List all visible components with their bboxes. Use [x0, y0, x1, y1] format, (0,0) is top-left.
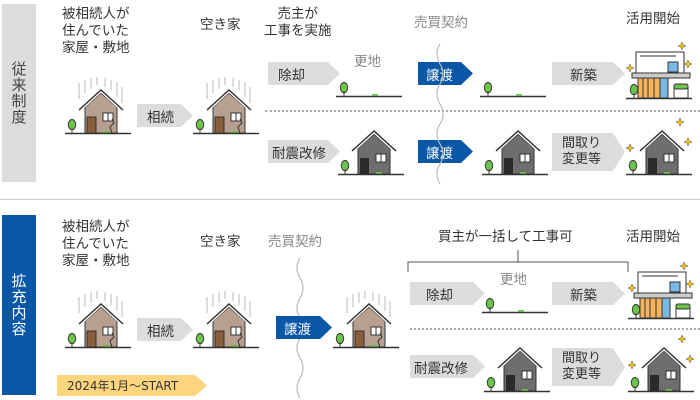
gray-house-icon	[484, 335, 550, 395]
expanded-label: 拡充内容	[2, 215, 36, 395]
demolish-arrow: 除却	[410, 282, 485, 305]
old-house-icon	[65, 77, 131, 137]
layout-change-arrow: 間取り 変更等	[552, 348, 625, 386]
divider-dotted	[410, 328, 700, 330]
vacant-house-icon	[193, 291, 259, 351]
old-house-icon	[65, 291, 131, 351]
layout-change-arrow: 間取り 変更等	[552, 133, 625, 171]
bracket-line	[407, 250, 629, 272]
heir-home-label: 被相続人が 住んでいた 家屋・敷地	[62, 6, 130, 56]
heir-home-label: 被相続人が 住んでいた 家屋・敷地	[62, 219, 130, 269]
new-build-arrow: 新築	[552, 62, 625, 85]
divider-dotted	[265, 110, 700, 112]
new-house-icon	[628, 262, 694, 322]
vacant-lot-icon	[482, 256, 548, 316]
transfer-arrow: 譲渡	[418, 62, 473, 85]
inherit-arrow: 相続	[137, 318, 193, 341]
vacant-lot-icon	[480, 40, 546, 100]
vacant-house-icon	[193, 77, 259, 137]
renovated-house-icon	[628, 335, 694, 395]
inherit-arrow: 相続	[137, 104, 193, 127]
vacant-label: 空き家	[200, 234, 241, 250]
contract-wavy-line	[436, 44, 444, 184]
conventional-label: 従来制度	[2, 4, 36, 182]
start-date-badge: 2024年1月〜START	[57, 375, 207, 396]
vacant-lot-icon	[334, 40, 404, 100]
section-separator	[0, 199, 700, 200]
new-house-icon	[626, 42, 692, 102]
gray-house-icon	[338, 118, 404, 178]
retrofit-arrow: 耐震改修	[410, 355, 485, 378]
vacant-label: 空き家	[200, 17, 241, 33]
vacant-lot-label: 更地	[500, 272, 527, 288]
start-use-label: 活用開始	[626, 229, 680, 245]
retrofit-arrow: 耐震改修	[268, 140, 340, 163]
new-build-arrow: 新築	[552, 282, 625, 305]
gray-house-icon	[482, 118, 548, 178]
seller-work-label: 売主が 工事を実施	[264, 6, 332, 39]
demolish-arrow: 除却	[268, 62, 340, 85]
transfer-arrow: 譲渡	[418, 140, 473, 163]
contract-label: 売買契約	[268, 234, 322, 250]
transfer-arrow: 譲渡	[276, 316, 332, 339]
start-use-label: 活用開始	[626, 11, 680, 27]
renovated-house-icon	[626, 118, 692, 178]
vacant-house-icon	[333, 291, 399, 351]
contract-label: 売買契約	[414, 15, 468, 31]
vacant-lot-label: 更地	[354, 54, 381, 70]
buyer-work-label: 買主が一括して工事可	[438, 229, 573, 245]
